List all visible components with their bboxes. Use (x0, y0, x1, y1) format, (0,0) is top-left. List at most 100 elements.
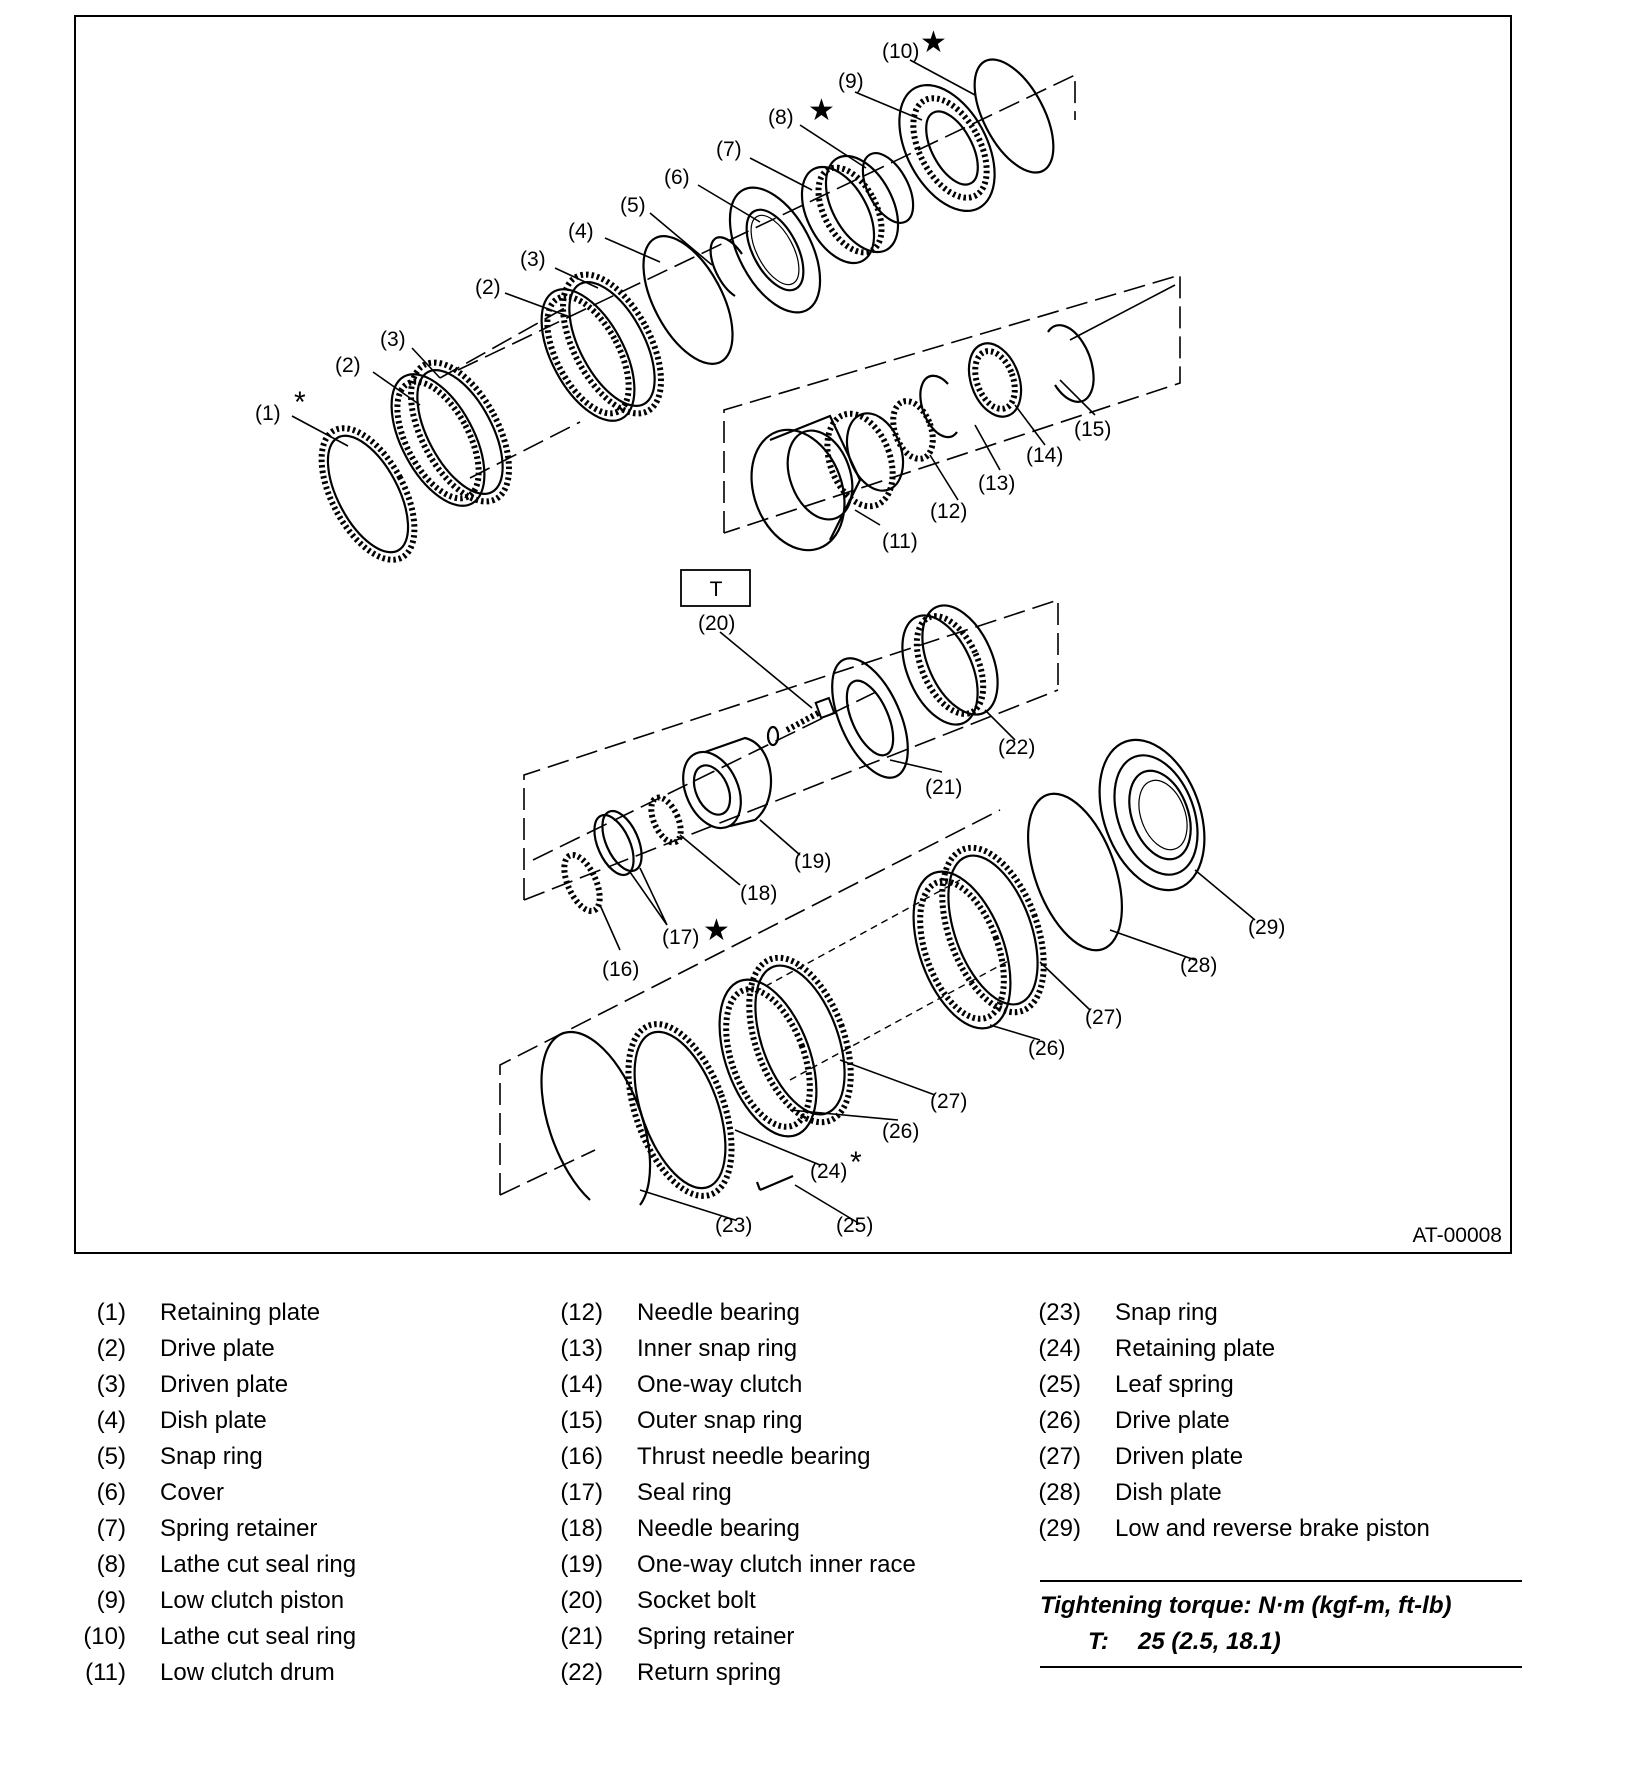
callout-16: (16) (602, 958, 639, 981)
legend-item-number: (7) (96, 1515, 126, 1542)
callout-4: (4) (568, 220, 594, 243)
part-5-snap-ring (709, 236, 743, 297)
legend-item: (12)Needle bearing (555, 1295, 916, 1331)
legend-column-1: (1)Retaining plate(2)Drive plate(3)Drive… (78, 1295, 356, 1691)
callout-2: (2) (335, 354, 361, 377)
callout-19: (19) (794, 850, 831, 873)
legend-item: (8)Lathe cut seal ring (78, 1547, 356, 1583)
legend-item: (6)Cover (78, 1475, 356, 1511)
part-26-drive-plate-b (912, 870, 1012, 1030)
callout-6: (6) (664, 166, 690, 189)
legend-item-number: (3) (96, 1371, 126, 1398)
legend-item: (28)Dish plate (1033, 1475, 1430, 1511)
callout-3: (3) (380, 328, 406, 351)
legend-item-number: (14) (560, 1371, 603, 1398)
part-18-needle-bearing (648, 794, 684, 846)
callout-10: (10) (882, 40, 919, 63)
part-1-retaining-plate (318, 425, 418, 563)
part-28-dish-plate (1027, 792, 1123, 952)
torque-value: 25 (2.5, 18.1) (1138, 1628, 1281, 1655)
legend-item: (26)Drive plate (1033, 1403, 1430, 1439)
legend-item-number: (1) (96, 1299, 126, 1326)
legend-column-2: (12)Needle bearing(13)Inner snap ring(14… (555, 1295, 916, 1691)
torque-box (680, 569, 751, 607)
legend-item-label: Low and reverse brake piston (1115, 1515, 1430, 1542)
lower-assembly (499, 738, 1206, 1206)
legend-item-number: (15) (560, 1407, 603, 1434)
star-marker-17: ★ (703, 914, 730, 947)
asterisk-marker-24: * (850, 1146, 862, 1179)
legend-item-label: Socket bolt (637, 1587, 756, 1614)
legend-item: (23)Snap ring (1033, 1295, 1430, 1331)
part-6-cover (728, 186, 822, 314)
legend-item-label: Seal ring (637, 1479, 732, 1506)
callout-12: (12) (930, 500, 967, 523)
legend-item-number: (2) (96, 1335, 126, 1362)
callout-20: (20) (698, 612, 735, 635)
torque-box-letter: T (710, 578, 723, 601)
callout-26: (26) (882, 1120, 919, 1143)
part-17-seal-ring-b (601, 809, 643, 873)
legend-item: (18)Needle bearing (555, 1511, 916, 1547)
part-15-outer-snap-ring (1047, 324, 1095, 403)
part-2-drive-plate (390, 373, 486, 507)
legend-item-label: Snap ring (160, 1443, 263, 1470)
legend-item-number: (22) (560, 1659, 603, 1686)
legend-item-number: (25) (1038, 1371, 1081, 1398)
legend-item-number: (20) (560, 1587, 603, 1614)
part-8-seal-ring (861, 152, 915, 224)
callout-18: (18) (740, 882, 777, 905)
part-27-driven-plate-b (939, 844, 1047, 1016)
star-marker-8: ★ (808, 94, 835, 127)
torque-value-row: T: 25 (2.5, 18.1) (1040, 1624, 1522, 1660)
legend-item: (7) Spring retainer (78, 1511, 356, 1547)
callout-28: (28) (1180, 954, 1217, 977)
part-25-leaf-spring (755, 1174, 794, 1192)
legend-item: (19)One-way clutch inner race (555, 1547, 915, 1583)
callout-9: (9) (838, 70, 864, 93)
part-3-driven-plate (408, 359, 512, 505)
legend-item-number: (26) (1038, 1407, 1081, 1434)
legend-item-label: Leaf spring (1115, 1371, 1234, 1398)
legend-item: (15)Outer snap ring (555, 1403, 916, 1439)
callout-24: (24) (810, 1160, 847, 1183)
callout-7: (7) (716, 138, 742, 161)
legend-item-number: (9) (96, 1587, 126, 1614)
legend-item-number: (10) (83, 1623, 126, 1650)
legend-item-label: Spring retainer (160, 1515, 318, 1542)
legend-item: (22)Return spring (555, 1655, 916, 1691)
callout-21: (21) (925, 776, 962, 799)
part-14-one-way-clutch (967, 342, 1023, 418)
part-23-snap-ring (540, 1030, 652, 1206)
legend-item: (10)Lathe cut seal ring (78, 1619, 356, 1655)
legend-item-number: (21) (560, 1623, 603, 1650)
legend-item-label: Lathe cut seal ring (160, 1551, 357, 1578)
callout-23: (23) (715, 1214, 752, 1237)
callout-labels: (1) (2) (3) (2) (3) (4) (5) (6) (7) (8) … (255, 26, 1502, 1247)
part-3-driven-plate-b (560, 271, 664, 417)
legend-item-label: Drive plate (160, 1335, 275, 1362)
torque-heading: Tightening torque: N·m (kgf-m, ft-lb) (1040, 1592, 1452, 1619)
legend-item-label: Low clutch drum (160, 1659, 335, 1686)
legend-item-label: Needle bearing (637, 1299, 800, 1326)
part-22-return-spring (901, 604, 999, 726)
legend-item-number: (11) (85, 1659, 126, 1686)
legend-item-number: (27) (1038, 1443, 1081, 1470)
asterisk-marker-1: * (294, 386, 306, 419)
figure-id: AT-00008 (1412, 1224, 1502, 1247)
legend-item: (29)Low and reverse brake piston (1033, 1511, 1430, 1547)
torque-key: T: (1088, 1628, 1109, 1655)
legend-item: (1)Retaining plate (78, 1295, 356, 1331)
legend-item-number: (5) (96, 1443, 126, 1470)
callout-11: (11) (882, 530, 918, 553)
legend-item-label: Dish plate (1115, 1479, 1222, 1506)
part-13-inner-snap-ring (919, 374, 958, 439)
part-19-inner-race (682, 736, 773, 830)
callout-27: (27) (930, 1090, 967, 1113)
part-12-needle-bearing (890, 398, 936, 462)
part-11-low-clutch-drum (750, 410, 905, 552)
callout-17: (17) (662, 926, 699, 949)
legend-item-label: Snap ring (1115, 1299, 1218, 1326)
callout-2b: (2) (475, 276, 501, 299)
callout-26b: (26) (1028, 1037, 1065, 1060)
